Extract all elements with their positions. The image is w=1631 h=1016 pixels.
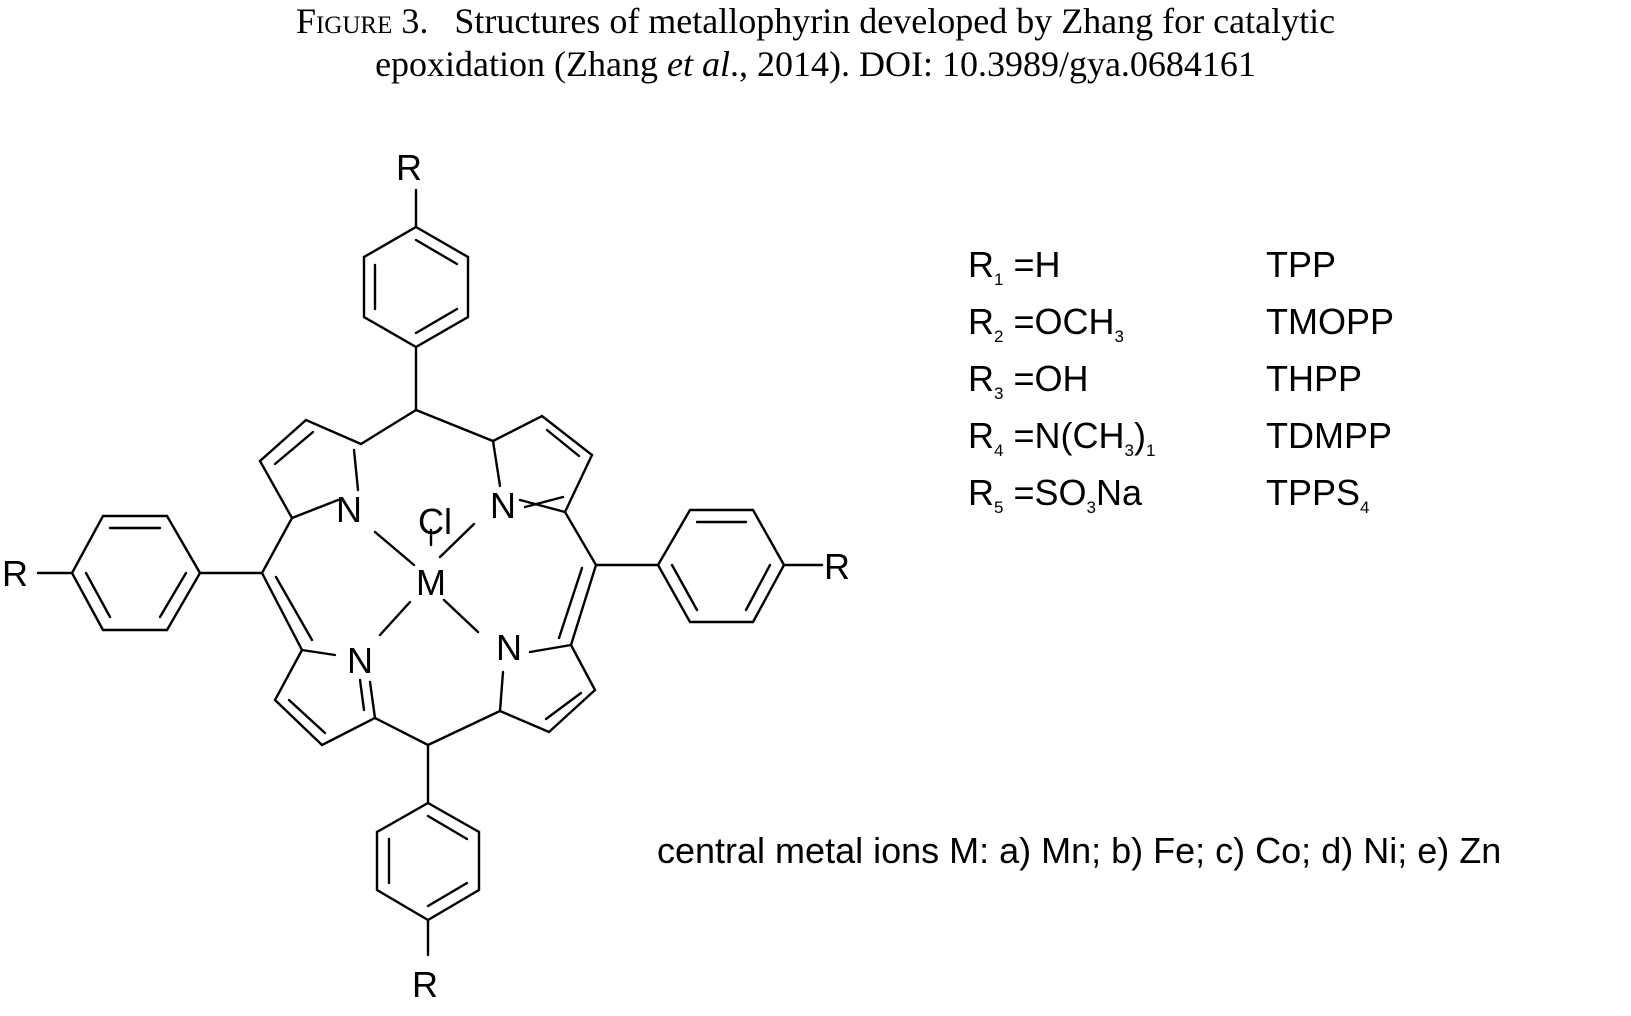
abbreviation-tdmpp: TDMPP — [1266, 415, 1392, 456]
r-group-bottom: R — [412, 964, 438, 1005]
left-meso-bond — [260, 516, 304, 652]
bottom-meso-bond — [373, 709, 502, 805]
pyrrole-lower-left-n-bond — [300, 648, 337, 657]
abbreviation-tmopp: TMOPP — [1266, 301, 1395, 342]
legend-row: R1 =H TPP — [968, 236, 1336, 293]
top-phenyl-ring — [362, 225, 470, 349]
atom-labels: R R R R N N N N M Cl — [2, 147, 850, 1005]
caption-text-1: Structures of metallophyrin developed by… — [454, 1, 1336, 41]
caption-text-2-italic: et al — [666, 44, 730, 84]
pyrrole-lower-right-n-bond — [528, 643, 573, 654]
central-metal-ions-note: central metal ions M: a) Mn; b) Fe; c) C… — [657, 830, 1502, 871]
nitrogen-upper-left: N — [336, 489, 362, 530]
legend-row: R2 =OCH3 TMOPP — [968, 293, 1394, 350]
pyrrole-lower-right-double — [544, 691, 583, 721]
left-phenyl-double-bonds — [84, 526, 188, 619]
pyrrole-lower-left — [273, 648, 377, 747]
right-phenyl-ring — [656, 508, 786, 624]
r-group-left: R — [2, 553, 28, 594]
legend-row: R5 =SO3Na TPPS4 — [968, 464, 1370, 521]
pyrrole-upper-right — [414, 408, 594, 514]
nitrogen-upper-right: N — [490, 485, 516, 526]
abbreviation-tpps4: TPPS4 — [1266, 472, 1370, 518]
right-phenyl-double-bonds — [670, 520, 772, 612]
pyrrole-upper-left — [258, 408, 418, 520]
figure-caption: Figure 3. Structures of metallophyrin dev… — [0, 0, 1631, 86]
caption-text-2b: ., 2014). DOI: 10.3989/gya.0684161 — [729, 44, 1256, 84]
pyrrole-lower-right — [498, 643, 597, 734]
pyrrole-upper-left-double — [273, 430, 360, 492]
substituent-r2: R2 =OCH3 — [968, 301, 1124, 347]
caption-text-2a: epoxidation (Zhang — [375, 44, 667, 84]
bottom-phenyl-ring — [375, 801, 481, 922]
substituent-r4: R4 =N(CH3)1 — [968, 415, 1156, 461]
left-phenyl-ring — [70, 514, 202, 632]
metal-center: M — [416, 562, 446, 603]
top-phenyl-double-bonds — [373, 238, 459, 335]
nitrogen-lower-left: N — [347, 640, 373, 681]
chloride-ligand: Cl — [418, 501, 452, 542]
pyrrole-upper-right-double — [523, 428, 581, 509]
bottom-phenyl-double-bonds — [387, 814, 469, 908]
right-meso-double — [557, 566, 584, 640]
substituent-r3: R3 =OH — [968, 358, 1089, 404]
legend-row: R4 =N(CH3)1 TDMPP — [968, 407, 1392, 464]
pyrrole-lower-left-double — [287, 678, 366, 735]
pyrrole-upper-right-n-bond — [491, 439, 502, 488]
nitrogen-lower-right: N — [496, 627, 522, 668]
right-meso-bond — [563, 510, 598, 647]
legend-row: R3 =OH THPP — [968, 350, 1362, 407]
left-meso-double — [274, 575, 314, 642]
caption-line-2: epoxidation (Zhang et al., 2014). DOI: 1… — [0, 43, 1631, 86]
r-group-top: R — [396, 147, 422, 188]
structure-bonds — [36, 188, 824, 957]
substituent-r5: R5 =SO3Na — [968, 472, 1143, 518]
abbreviation-tpp: TPP — [1266, 244, 1337, 285]
figure-label: Figure 3. — [295, 1, 429, 41]
metal-coordination-bonds — [373, 522, 480, 637]
r-group-right: R — [824, 546, 850, 587]
substituent-r1: R1 =H — [968, 244, 1061, 290]
abbreviation-thpp: THPP — [1266, 358, 1363, 399]
caption-line-1: Figure 3. Structures of metallophyrin dev… — [0, 0, 1631, 43]
substituent-legend: R1 =H TPP R2 =OCH3 TMOPP R3 =OH THPP R4 … — [968, 236, 1394, 521]
